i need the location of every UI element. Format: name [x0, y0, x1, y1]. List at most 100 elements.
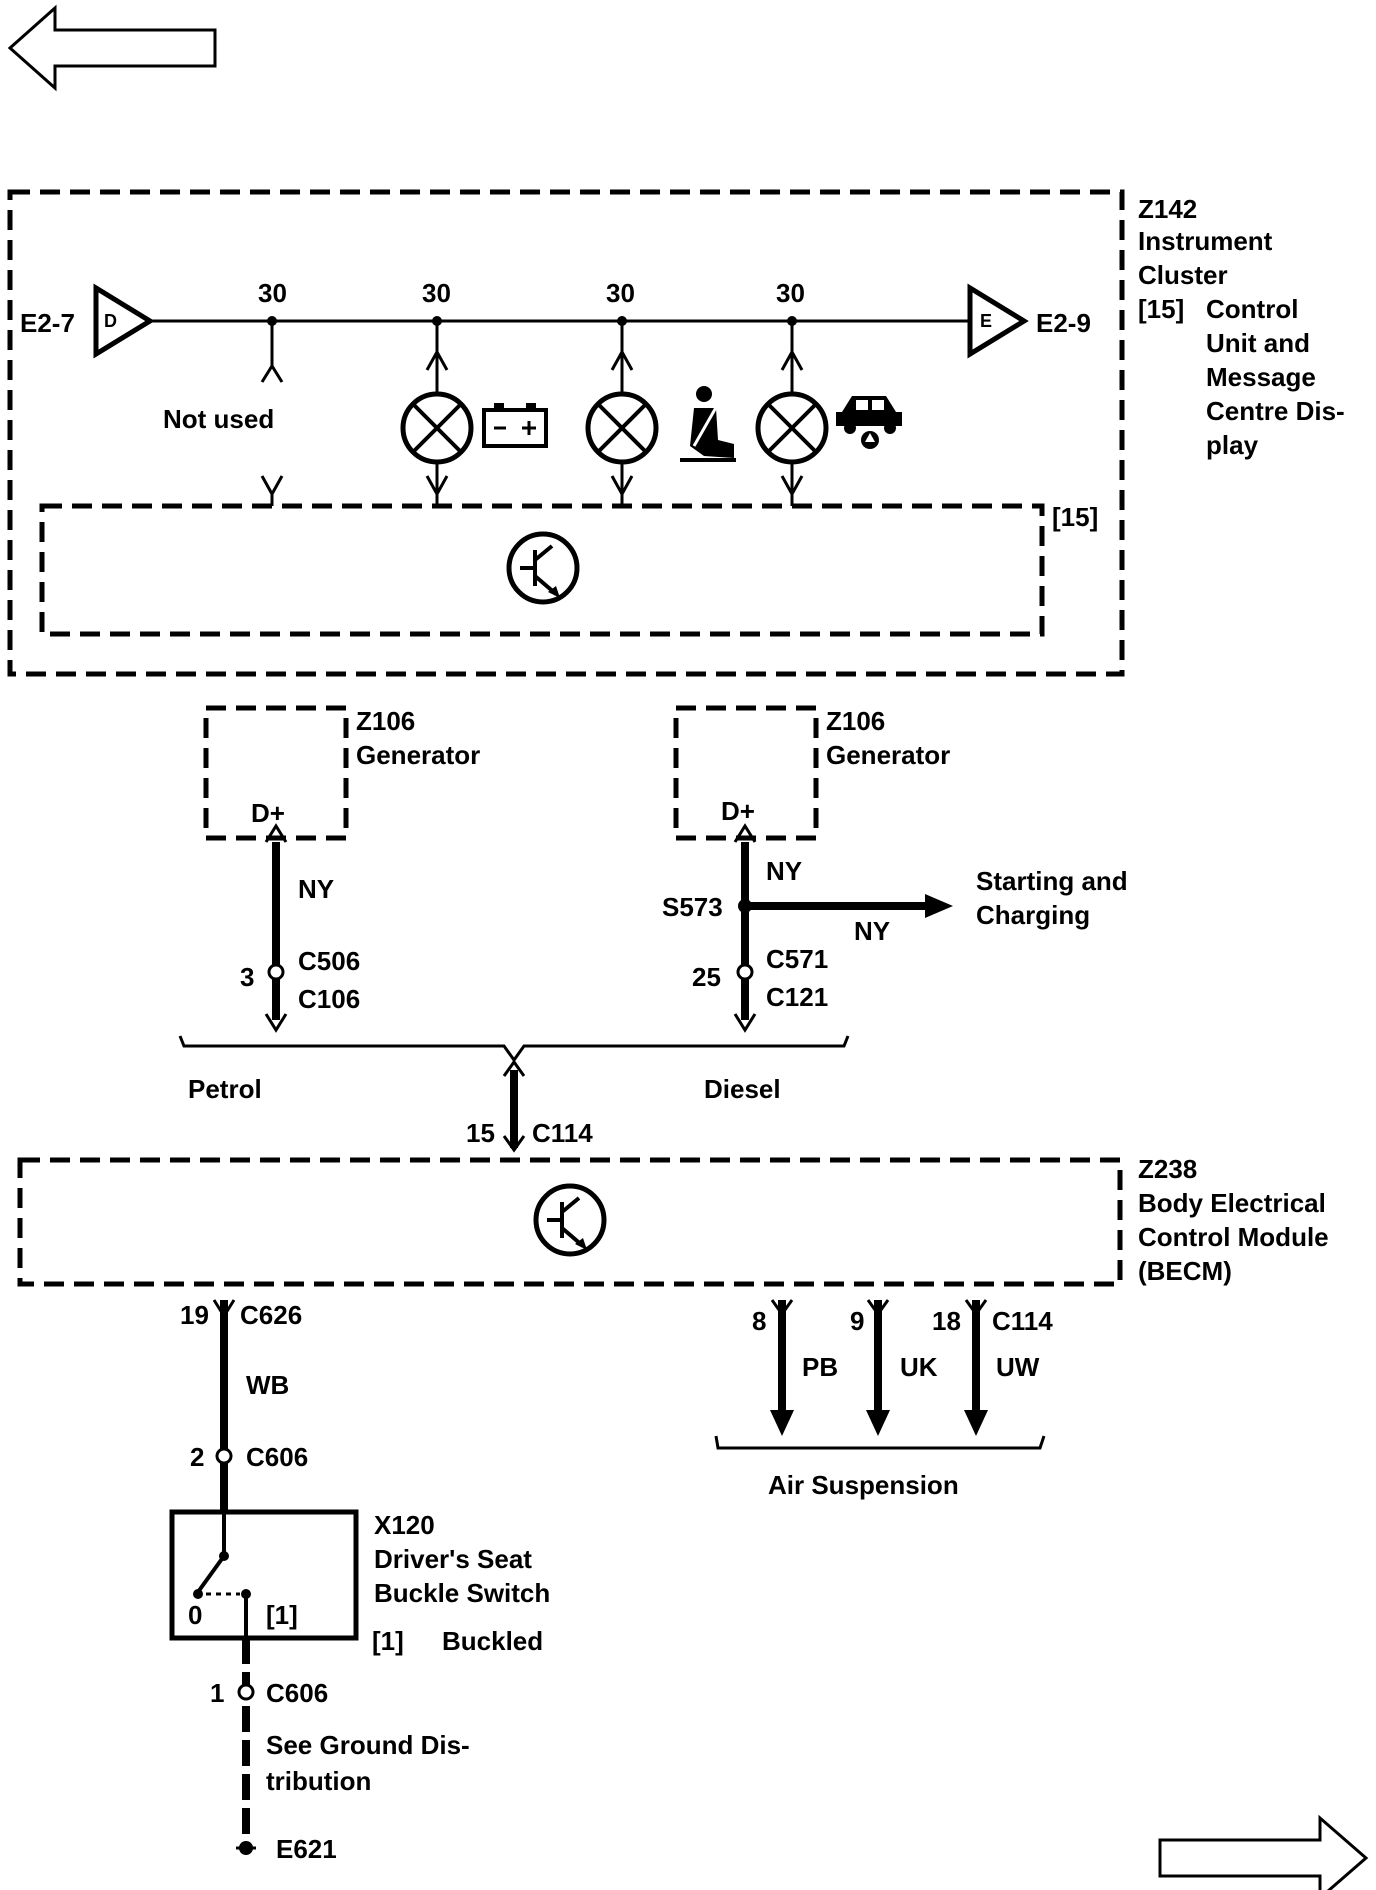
- becm-input-conn: C114: [532, 1118, 593, 1148]
- gen-diesel-terminal: D+: [721, 796, 755, 826]
- ground-inline-connector: [237, 1683, 255, 1701]
- forward-arrow-icon[interactable]: [1158, 1814, 1369, 1890]
- pin-30-1: 30: [258, 278, 287, 308]
- gen-diesel-inline-connector: [736, 963, 754, 981]
- seat-belt-icon: [680, 386, 736, 462]
- ground-id: E621: [276, 1834, 337, 1864]
- seat-inline-connector: [215, 1447, 233, 1465]
- control-unit-transistor-icon: [506, 531, 580, 605]
- gen-diesel-wire-color: NY: [766, 856, 802, 886]
- gen-diesel-splice: S573: [662, 892, 723, 922]
- gen-diesel-conn2: C121: [766, 982, 828, 1012]
- cluster-id: Z142: [1138, 194, 1197, 224]
- not-used-label: Not used: [163, 404, 274, 434]
- starting-charging-arrow-icon: [925, 894, 953, 918]
- gen-petrol-connector-bottom: [264, 1013, 288, 1033]
- tri-left-label: D: [104, 311, 117, 331]
- starting-charging-line1: Starting and: [976, 866, 1128, 896]
- starting-charging-line2: Charging: [976, 900, 1090, 930]
- becm-name-line2: Control Module: [1138, 1222, 1329, 1252]
- gen-petrol-box: [203, 705, 349, 841]
- cluster-note-line2: Unit and: [1206, 328, 1310, 358]
- seat-connector-c626: [212, 1299, 236, 1319]
- air-connector-uk: [866, 1299, 890, 1317]
- gen-diesel-branch-wire: NY: [854, 916, 890, 946]
- gen-petrol-pin: 3: [240, 962, 254, 992]
- ground-point-icon: [236, 1841, 256, 1855]
- air-wire-pb-label: PB: [802, 1352, 838, 1382]
- gen-diesel-connector-bottom: [733, 1013, 757, 1033]
- pin-30-2: 30: [422, 278, 451, 308]
- seat-conn: C626: [240, 1300, 302, 1330]
- air-wire-uk-label: UK: [900, 1352, 938, 1382]
- cluster-name-line2: Cluster: [1138, 260, 1228, 290]
- switch-pos-0: 0: [188, 1600, 202, 1630]
- pin-30-3: 30: [606, 278, 635, 308]
- becm-id: Z238: [1138, 1154, 1197, 1184]
- variant-bracket: [178, 1035, 850, 1063]
- back-arrow-icon[interactable]: [7, 4, 217, 92]
- lamp1-connector-top: [425, 348, 449, 371]
- becm-box: [17, 1157, 1123, 1287]
- ground-pin: 1: [210, 1678, 224, 1708]
- cluster-note-line5: play: [1206, 430, 1259, 460]
- warning-lamp-3-icon: [755, 391, 829, 465]
- seat-pin2: 2: [190, 1442, 204, 1472]
- switch-name-line2: Buckle Switch: [374, 1578, 550, 1608]
- ground-ref-line2: tribution: [266, 1766, 371, 1796]
- ground-ref-line1: See Ground Dis-: [266, 1730, 470, 1760]
- right-data-triangle-icon: [967, 283, 1029, 359]
- gen-diesel-pin: 25: [692, 962, 721, 992]
- becm-transistor-icon: [533, 1183, 607, 1257]
- petrol-label: Petrol: [188, 1074, 262, 1104]
- buckle-switch-box: [169, 1509, 359, 1641]
- gen-petrol-conn1: C506: [298, 946, 360, 976]
- switch-note: Buckled: [442, 1626, 543, 1656]
- gen-diesel-id: Z106: [826, 706, 885, 736]
- warning-lamp-1-icon: [400, 391, 474, 465]
- cluster-box: [7, 189, 1125, 677]
- gen-petrol-terminal: D+: [251, 798, 285, 828]
- air-pin-8: 8: [752, 1306, 766, 1336]
- cluster-note-line4: Centre Dis-: [1206, 396, 1345, 426]
- battery-charge-icon: [482, 403, 548, 448]
- diesel-label: Diesel: [704, 1074, 781, 1104]
- cluster-name-line1: Instrument: [1138, 226, 1273, 256]
- air-arrow-uw-icon: [964, 1410, 988, 1436]
- switch-name-line1: Driver's Seat: [374, 1544, 532, 1574]
- air-connector-pb: [770, 1299, 794, 1317]
- gen-petrol-conn2: C106: [298, 984, 360, 1014]
- air-arrow-pb-icon: [770, 1410, 794, 1436]
- pin-right-label: E2-9: [1036, 308, 1091, 338]
- buckle-switch-contact-icon: [193, 1512, 251, 1638]
- lamp3-connector-top: [780, 348, 804, 371]
- switch-note-ref: [1]: [372, 1626, 404, 1656]
- gen-petrol-wire-color: NY: [298, 874, 334, 904]
- cluster-note-line3: Message: [1206, 362, 1316, 392]
- air-arrow-uk-icon: [866, 1410, 890, 1436]
- gen-diesel-connector-top: [733, 823, 757, 843]
- air-connector-uw: [964, 1299, 988, 1317]
- becm-name-line3: (BECM): [1138, 1256, 1232, 1286]
- cluster-inner-ref: [15]: [1052, 502, 1098, 532]
- air-suspension-label: Air Suspension: [768, 1470, 959, 1500]
- air-conn: C114: [992, 1306, 1053, 1336]
- switch-pos-1: [1]: [266, 1600, 298, 1630]
- lamp2-connector-bottom: [610, 475, 634, 498]
- becm-input-connector-top: [502, 1059, 526, 1077]
- pin-30-4: 30: [776, 278, 805, 308]
- gen-diesel-name: Generator: [826, 740, 950, 770]
- pin-left-label: E2-7: [20, 308, 75, 338]
- becm-input-pin: 15: [466, 1118, 495, 1148]
- lamp2-connector-top: [610, 348, 634, 371]
- switch-id: X120: [374, 1510, 435, 1540]
- gen-petrol-name: Generator: [356, 740, 480, 770]
- air-bracket: [714, 1435, 1046, 1450]
- not-used-connector: [260, 363, 284, 383]
- left-data-triangle-icon: [93, 283, 155, 359]
- becm-input-connector-bottom: [502, 1135, 526, 1153]
- air-wire-uw-label: UW: [996, 1352, 1040, 1382]
- gen-petrol-connector-top: [264, 823, 288, 843]
- not-used-lower-connector: [260, 475, 284, 498]
